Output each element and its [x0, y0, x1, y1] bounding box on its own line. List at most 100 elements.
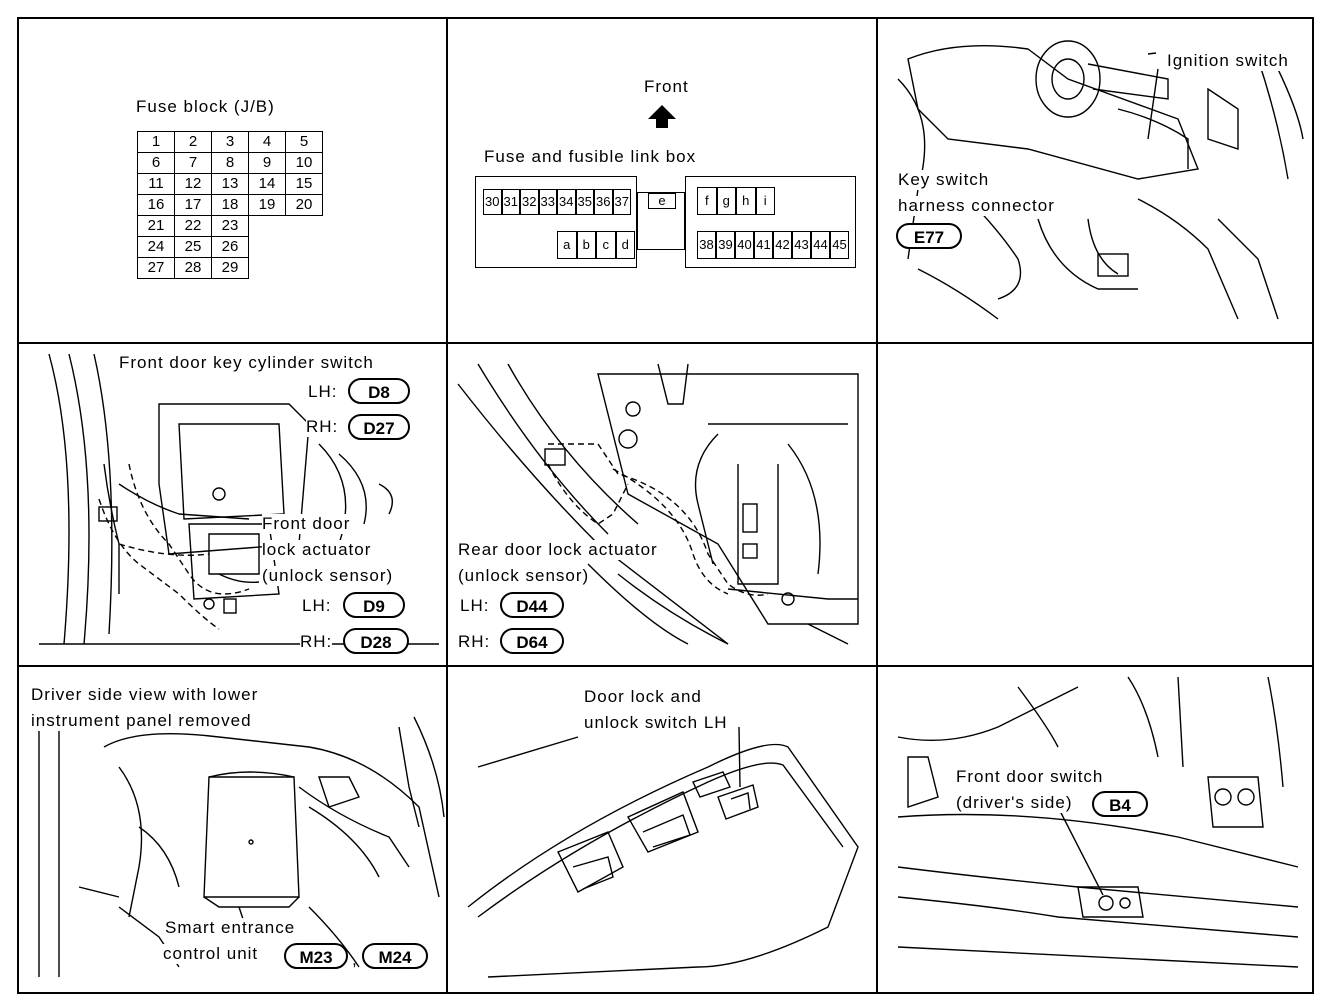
connector-d64-badge: D64: [500, 628, 564, 654]
grid-divider-h1: [17, 342, 1314, 344]
fuse-cell: 4: [248, 131, 286, 153]
fuse-cell: 5: [285, 131, 323, 153]
fuse-slot: 32: [520, 189, 539, 215]
fuse-cell: 1: [137, 131, 175, 153]
fuse-cell: 18: [211, 194, 249, 216]
front-actuator-lh-label: LH:: [302, 596, 332, 616]
connector-e77-badge: E77: [896, 223, 962, 249]
key-switch-label-line1: Key switch: [898, 170, 990, 190]
fusible-link-box-title: Fuse and fusible link box: [484, 147, 697, 166]
fuse-cell: 20: [285, 194, 323, 216]
fuse-slot: 45: [830, 231, 849, 259]
panel-smart-entrance: Driver side view with lower instrument p…: [19, 667, 446, 994]
fuse-cell: 2: [174, 131, 212, 153]
connector-b4-badge: B4: [1092, 791, 1148, 817]
fuse-slot: 37: [612, 189, 631, 215]
fuse-letter-slot: d: [615, 231, 635, 259]
front-arrow-icon: [648, 105, 676, 119]
fuse-cell: 21: [137, 215, 175, 237]
fuse-cell: 13: [211, 173, 249, 195]
front-actuator-line3: (unlock sensor): [262, 566, 394, 586]
connector-d28-badge: D28: [343, 628, 409, 654]
fuse-cell: 7: [174, 152, 212, 174]
rear-actuator-line1: Rear door lock actuator: [458, 540, 658, 560]
smart-entrance-unit-line1: Smart entrance: [165, 918, 296, 938]
fuse-cell: 23: [211, 215, 249, 237]
connector-separator: ,: [352, 950, 358, 969]
fuse-letter-slot: b: [576, 231, 596, 259]
panel-front-door-key-cylinder: Front door key cylinder switch LH: D8 RH…: [19, 344, 446, 665]
front-label: Front: [644, 77, 689, 96]
panel-rear-door-actuator: Rear door lock actuator (unlock sensor) …: [448, 344, 876, 665]
fuse-slot: 42: [773, 231, 792, 259]
smart-entrance-view-line1: Driver side view with lower: [31, 685, 259, 705]
smart-entrance-view-line2: instrument panel removed: [31, 711, 252, 731]
fuse-slot: 41: [754, 231, 773, 259]
fuse-slot: 33: [538, 189, 557, 215]
fuse-cell: 8: [211, 152, 249, 174]
panel-ignition-switch: Ignition switch Key switch harness conne…: [878, 19, 1314, 342]
fuse-cell: 14: [248, 173, 286, 195]
grid-divider-v2: [876, 17, 878, 994]
link-box-right-body: [685, 176, 856, 268]
fuse-slot: 43: [792, 231, 811, 259]
fuse-letter-slot: f: [697, 187, 717, 215]
fuse-cell: 19: [248, 194, 286, 216]
fuse-cell: 12: [174, 173, 212, 195]
fuse-cell: 6: [137, 152, 175, 174]
connector-d27-badge: D27: [348, 414, 410, 440]
fuse-letter-slot: g: [716, 187, 736, 215]
fuse-cell: 3: [211, 131, 249, 153]
front-door-switch-illustration: [897, 676, 1299, 968]
fuse-cell: 29: [211, 257, 249, 279]
fuse-cell: 11: [137, 173, 175, 195]
fuse-cell: 24: [137, 236, 175, 258]
connector-d9-badge: D9: [343, 592, 405, 618]
fuse-cell: 28: [174, 257, 212, 279]
rear-actuator-rh-label: RH:: [458, 632, 491, 652]
front-actuator-line2: lock actuator: [262, 540, 372, 560]
ignition-switch-label: Ignition switch: [1167, 51, 1289, 71]
smart-entrance-unit-line2: control unit: [163, 944, 259, 964]
fuse-slot: 30: [483, 189, 502, 215]
fuse-slot: 40: [735, 231, 754, 259]
connector-d44-badge: D44: [500, 592, 564, 618]
diagram-frame: [17, 17, 1314, 994]
fuse-cell: 17: [174, 194, 212, 216]
grid-divider-h2: [17, 665, 1314, 667]
front-actuator-line1: Front door: [262, 514, 351, 534]
rear-actuator-line2: (unlock sensor): [458, 566, 590, 586]
key-cylinder-rh-label: RH:: [306, 417, 339, 437]
fuse-letter-slot: c: [596, 231, 616, 259]
panel-door-lock-switch: Door lock and unlock switch LH: [448, 667, 876, 994]
grid-divider-v1: [446, 17, 448, 994]
key-switch-label-line2: harness connector: [898, 196, 1055, 216]
fuse-cell: 10: [285, 152, 323, 174]
panel-front-door-switch: Front door switch (driver's side) B4: [878, 667, 1314, 994]
smart-entrance-illustration: [38, 716, 445, 977]
front-actuator-rh-label: RH:: [300, 632, 333, 652]
fuse-slot: 39: [716, 231, 735, 259]
fuse-cell: 9: [248, 152, 286, 174]
connector-m24-badge: M24: [362, 943, 428, 969]
fuse-block-title: Fuse block (J/B): [136, 97, 275, 116]
front-arrow-stem: [656, 118, 668, 128]
fuse-letter-slot: h: [736, 187, 756, 215]
fuse-slot: 36: [594, 189, 613, 215]
fuse-cell: 27: [137, 257, 175, 279]
door-lock-switch-line1: Door lock and: [584, 687, 702, 707]
fuse-cell: 22: [174, 215, 212, 237]
rear-door-illustration: [457, 363, 859, 645]
fuse-cell: 15: [285, 173, 323, 195]
fuse-cell: 25: [174, 236, 212, 258]
fuse-slot: 31: [501, 189, 520, 215]
key-cylinder-lh-label: LH:: [308, 382, 338, 402]
connector-m23-badge: M23: [284, 943, 348, 969]
